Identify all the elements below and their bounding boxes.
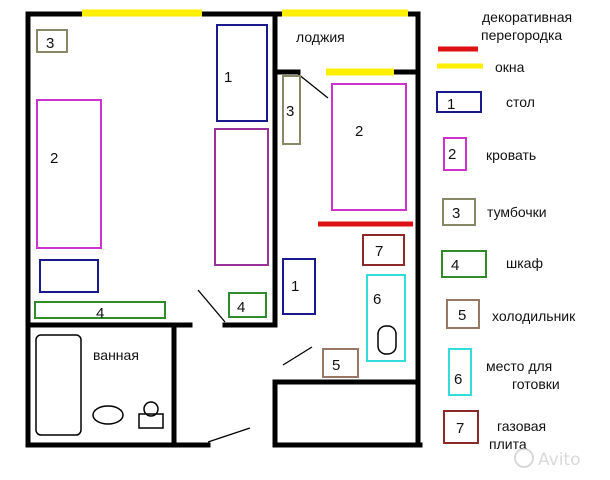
legend-fridge-label: холодильник [492,308,576,324]
legend-table-num: 1 [447,96,455,113]
wardrobe-left-num: 4 [96,305,104,322]
legend-stove-swatch [443,410,479,444]
nightstand-right [282,75,301,145]
bed-right-num: 2 [355,123,363,140]
stove-num: 7 [375,243,383,260]
legend-stove-label-line1: газовая [497,418,546,434]
bed-left [36,99,102,249]
legend-fridge-num: 5 [458,307,466,324]
door-lines [197,73,329,443]
legend-stove-label-line2: плита [489,436,527,452]
watermark: Avito [514,448,580,470]
wardrobe-left-long [34,301,166,319]
bathtub-icon [35,334,82,436]
legend: декоративная перегородка окна 1 стол 2 к… [436,9,576,452]
legend-stove-num: 7 [456,420,464,437]
bed-left-num: 2 [50,150,58,167]
legend-wardrobe-label: шкаф [506,255,543,271]
legend-cooking-label-line2: готовки [512,376,560,392]
watermark-logo-icon [514,448,534,468]
table-left-num: 1 [224,69,232,86]
legend-table-swatch [436,91,482,113]
legend-fridge-swatch [446,299,480,329]
fridge-num: 5 [332,357,340,374]
sink-icon [377,325,397,355]
nightstand-left-num: 3 [46,35,54,52]
table-left-bottom [39,259,99,293]
table-right-num: 1 [291,278,299,295]
legend-cooking-swatch [448,348,472,396]
wardrobe-right-num: 4 [237,299,245,316]
legend-cooking-num: 6 [454,371,462,388]
legend-windows-label: окна [495,59,525,75]
legend-nightstand-label: тумбочки [487,204,547,220]
toilet-icon [92,405,124,425]
table-left-top [216,24,268,122]
wardrobe-left-small [228,292,267,318]
door-room [197,289,226,323]
cooking-num: 6 [373,291,381,308]
washbasin-bowl-icon [143,401,159,417]
windows [82,9,408,76]
legend-wardrobe-num: 4 [451,257,459,274]
legend-nightstand-num: 3 [452,205,460,222]
legend-bed-swatch [443,137,467,171]
legend-table-label: стол [506,94,535,110]
cooking-area [366,274,406,362]
bathroom-label: ванная [93,347,139,363]
legend-bed-label: кровать [486,147,536,163]
legend-wardrobe-swatch [441,250,487,278]
nightstand-left [36,29,68,53]
watermark-text: Avito [538,450,580,470]
bed-right [331,83,407,211]
legend-cooking-label-line1: место для [486,358,552,374]
fridge [322,348,359,378]
wardrobe-panel-left [214,128,269,266]
door-entrance [207,427,251,443]
legend-partition-line2: перегородка [481,27,562,43]
washbasin-icon [138,413,164,429]
walls [25,11,423,448]
table-right [282,258,316,315]
legend-bed-num: 2 [448,146,456,163]
stove [362,234,405,266]
legend-nightstand-swatch [442,198,476,226]
legend-partition-line1: декоративная [482,9,572,25]
loggia-label: лоджия [296,29,345,45]
nightstand-right-num: 3 [286,103,294,120]
door-loggia [297,73,329,99]
door-kitchen [282,346,313,366]
